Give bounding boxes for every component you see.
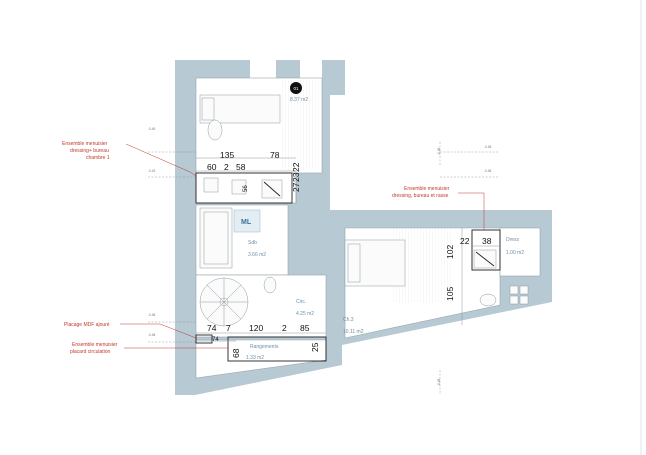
annotation-line: chambre 1 [86, 155, 110, 161]
dim-25: 25 [310, 342, 320, 352]
annotation-line: placard circulation [70, 349, 111, 355]
room-ml: ML [241, 219, 252, 226]
axis-label: -0.48 [484, 169, 491, 173]
room-area-bedroom1: 8.37 m2 [290, 97, 308, 103]
dim-68: 68 [231, 348, 241, 358]
room-name-circ: Circ. [296, 299, 306, 305]
annotation-line: Ensemble menuisier [62, 141, 108, 147]
room-area-sdb: 3.66 m2 [248, 252, 266, 258]
dim-60: 60 [207, 162, 217, 172]
room-area-dress: 1.00 m2 [506, 250, 524, 256]
dim-23: 23 [291, 172, 301, 182]
axis-label: -0.48 [484, 145, 491, 149]
dim-74b: 74 [212, 337, 219, 343]
axis-label: -0.48 [437, 379, 441, 386]
dim-85: 85 [300, 323, 310, 333]
joinery-box-right [471, 229, 501, 271]
furniture [199, 94, 529, 327]
dim-120: 120 [249, 323, 263, 333]
axis-label: -0.48 [437, 148, 441, 155]
dim-2b: 2 [282, 323, 287, 333]
joinery-box-placard [227, 336, 327, 362]
axis-markers [148, 142, 498, 395]
dim-105: 105 [445, 287, 455, 301]
annotation-placage: Placage MDF ajouré [64, 322, 197, 339]
room-name-ch3: Ch.3 [343, 317, 354, 323]
dim-74a: 74 [207, 323, 217, 333]
annotation-line: Placage MDF ajouré [64, 322, 110, 328]
axis-label: -0.43 [148, 169, 155, 173]
annotation-line: Ensemble menuisier [72, 342, 118, 348]
dim-56: 56 [243, 185, 249, 192]
room-name-dress: Dress [506, 237, 520, 243]
dim-38: 38 [482, 236, 492, 246]
dim-22b: 22 [460, 236, 470, 246]
joinery-box-dressing [195, 172, 293, 204]
dim-135: 135 [220, 150, 234, 160]
dim-102: 102 [445, 245, 455, 259]
window-gap [300, 60, 322, 78]
room-tag-icon [290, 82, 302, 94]
joinery-box-placage [195, 334, 213, 344]
dim-22a: 22 [291, 162, 301, 172]
axis-label: -0.48 [148, 333, 155, 337]
annotation-dressing-right: Ensemble menuisier dressing, bureau et r… [392, 186, 485, 230]
dim-27: 27 [291, 182, 301, 192]
room-name-sdb: Sdb [248, 240, 257, 246]
axis-label: -0.48 [148, 313, 155, 317]
room-tag: 01 [293, 86, 299, 91]
dim-7: 7 [226, 323, 231, 333]
annotation-dressing-bureau: Ensemble menuisier dressing+ bureau cham… [62, 141, 197, 177]
room-area-circ: 4.25 m2 [296, 311, 314, 317]
dimension-lines [196, 157, 500, 342]
dim-78: 78 [270, 150, 280, 160]
window-gap [250, 60, 276, 78]
annotation-line: Ensemble menuisier [404, 186, 450, 192]
annotation-placard: Ensemble menuisier placard circulation [70, 342, 228, 355]
dim-2a: 2 [224, 162, 229, 172]
room-name-rangements: Rangements [250, 344, 279, 350]
annotation-line: dressing, bureau et rasse [392, 193, 449, 199]
room-area-ch3: 10.11 m2 [343, 329, 364, 335]
room-area-rangements: 1.33 m2 [246, 355, 264, 361]
axis-label: -0.49 [148, 127, 155, 131]
annotation-line: dressing+ bureau [70, 148, 109, 154]
dim-58: 58 [236, 162, 246, 172]
